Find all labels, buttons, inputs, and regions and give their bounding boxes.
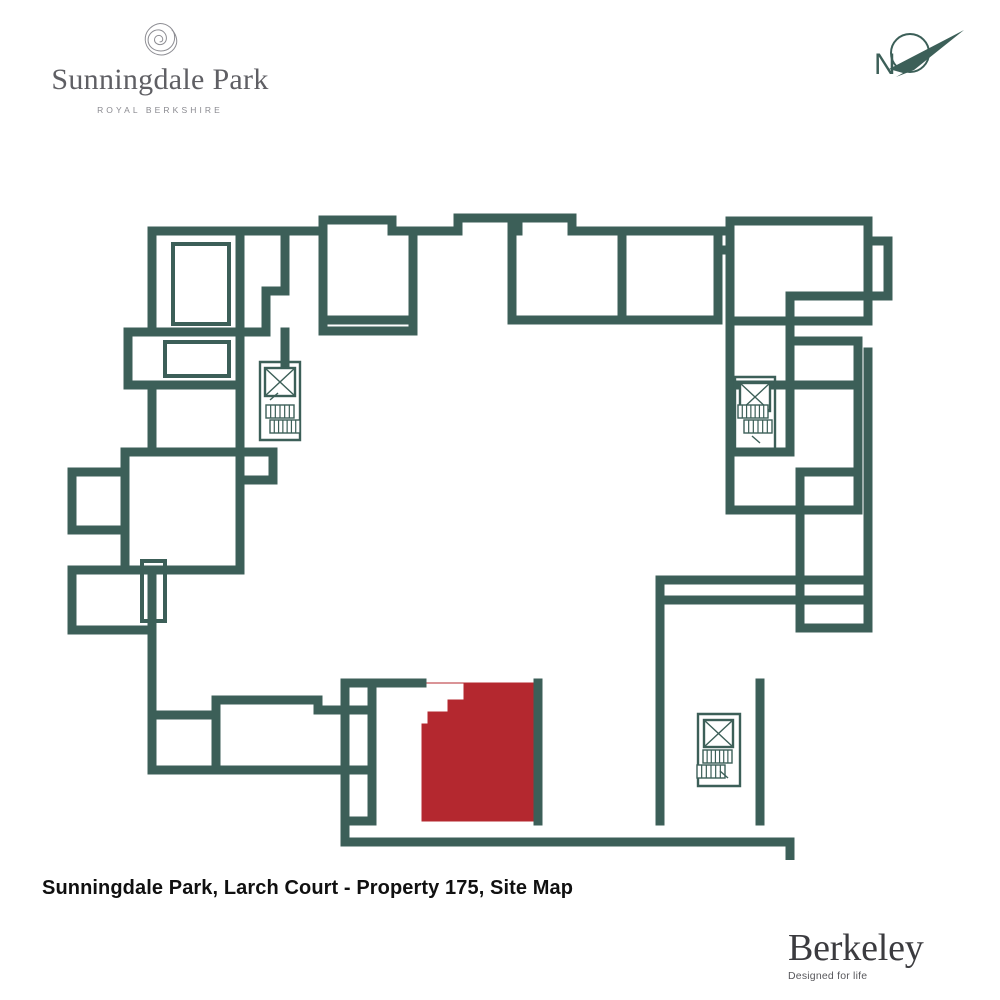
core-shaft-outline: [258, 360, 302, 442]
brand-name: Sunningdale Park: [51, 63, 269, 96]
plan-wall: [235, 226, 290, 337]
brand-region: ROYAL BERKSHIRE: [97, 104, 223, 115]
plan-wall: [235, 447, 278, 485]
stair-direction-arrow-icon: [269, 392, 279, 401]
lift-cross-icon: [703, 719, 734, 748]
stair-flight-icon: [702, 749, 733, 764]
plan-wall: [147, 226, 245, 485]
site-plan: [0, 100, 1000, 860]
plan-room-outline: [171, 242, 231, 326]
plan-wall: [507, 226, 627, 325]
plan-wall: [147, 710, 377, 775]
floor-plan-drawing: [67, 213, 893, 860]
plan-wall: [795, 505, 873, 633]
plan-wall: [725, 447, 863, 515]
stair-core-left: [258, 360, 302, 442]
compass-north-label: N: [874, 48, 896, 81]
stair-flight-icon: [737, 404, 769, 419]
plan-wall: [785, 380, 863, 477]
property-175-highlight[interactable]: [421, 682, 539, 822]
stair-flight-icon: [269, 419, 301, 434]
plan-room-outline: [163, 340, 231, 378]
plan-wall: [863, 236, 893, 301]
lift-cross-icon: [264, 367, 296, 397]
plan-wall: [147, 213, 873, 326]
plan-wall: [617, 245, 735, 325]
plan-wall: [725, 316, 795, 390]
compass-needle-icon: [889, 30, 964, 77]
developer-tagline: Designed for life: [788, 970, 868, 982]
highlighted-property-unit[interactable]: [421, 682, 539, 822]
brand-logo: Sunningdale Park ROYAL BERKSHIRE: [30, 18, 290, 115]
plan-outline-wall: [67, 226, 795, 860]
stair-direction-arrow-icon: [719, 770, 729, 779]
stair-core-bottom: [696, 712, 742, 788]
plan-thin-rooms: [140, 242, 231, 623]
plan-wall: [340, 678, 427, 826]
core-shaft-outline: [733, 375, 777, 454]
plan-wall: [67, 447, 157, 535]
stair-core-right: [733, 375, 777, 454]
core-shaft-outline: [696, 712, 742, 788]
developer-name: Berkeley: [788, 927, 924, 969]
compass-rose: N: [858, 26, 978, 96]
page-title: Sunningdale Park, Larch Court - Property…: [42, 877, 574, 899]
stair-direction-arrow-icon: [751, 435, 761, 444]
plan-wall: [318, 226, 418, 336]
developer-logo: Berkeley Designed for life: [788, 929, 978, 982]
plan-room-outline: [140, 559, 167, 623]
plan-walls: [67, 213, 893, 860]
rose-swirl-icon: [144, 22, 178, 56]
plan-wall: [785, 336, 863, 390]
plan-wall: [147, 475, 245, 575]
plan-stair-cores: [258, 360, 777, 788]
